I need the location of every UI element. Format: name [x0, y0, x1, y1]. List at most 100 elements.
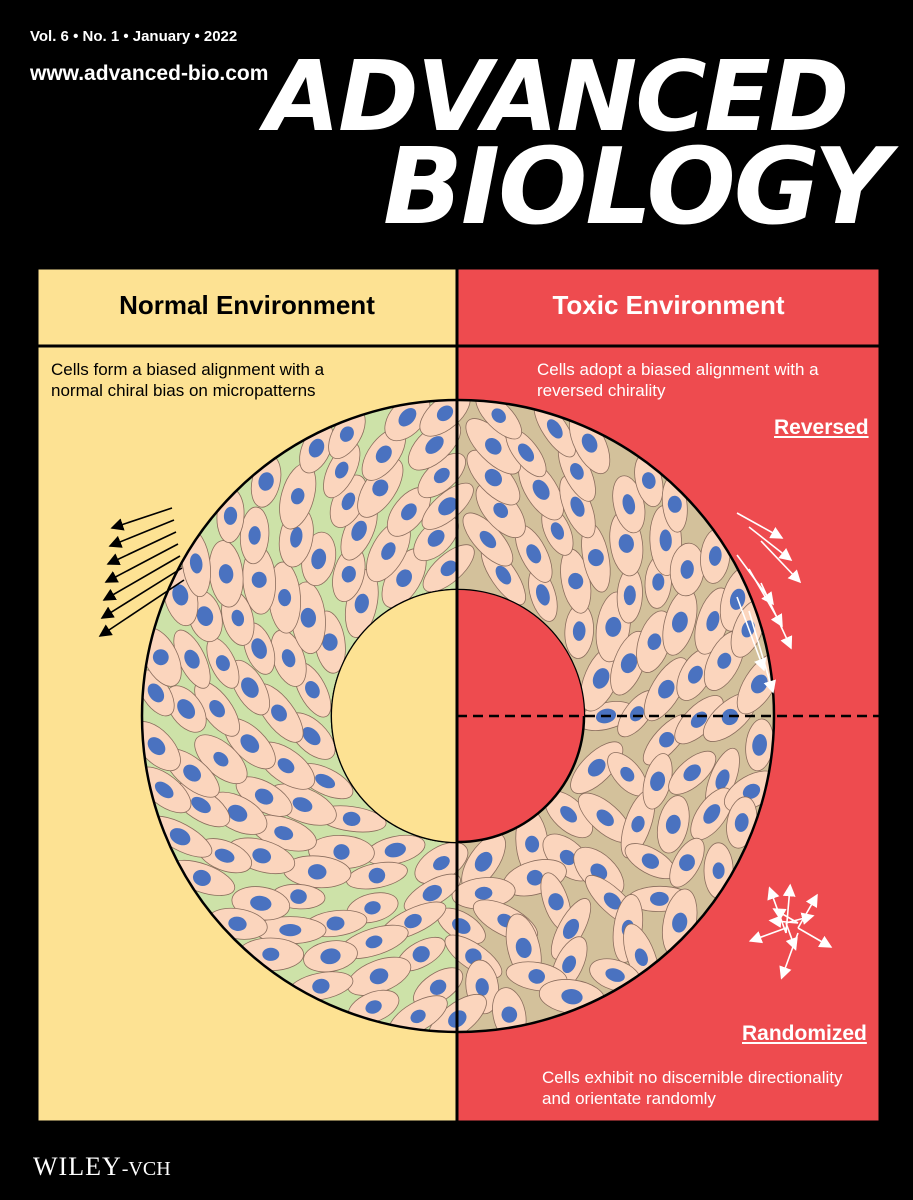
toxic-caption-line-1: Cells adopt a biased alignment with a	[537, 360, 819, 379]
cell-nucleus	[515, 937, 532, 958]
ring-hole-left-fill	[332, 590, 457, 842]
cell-nucleus	[422, 884, 442, 902]
cell-nucleus	[341, 492, 356, 511]
cell-nucleus	[189, 553, 203, 574]
publisher-name: WILEY	[33, 1152, 122, 1181]
cell-nucleus	[587, 758, 606, 777]
cell-nucleus	[659, 731, 675, 748]
cell-nucleus	[292, 797, 313, 813]
cell-nucleus	[715, 769, 730, 790]
cell-nucleus	[152, 649, 169, 666]
cell-nucleus	[147, 737, 166, 756]
cell-nucleus	[634, 948, 648, 966]
cell-nucleus	[369, 968, 389, 985]
toxic-caption: Cells adopt a biased alignment with a re…	[537, 359, 819, 401]
cell-nucleus	[572, 621, 586, 641]
cell-nucleus	[262, 947, 280, 961]
cell-nucleus	[562, 918, 580, 939]
reversed-arrow	[760, 582, 793, 650]
cell-nucleus	[687, 665, 703, 684]
cell-nucleus	[491, 408, 506, 423]
cell-nucleus	[438, 497, 458, 516]
cell-nucleus	[742, 783, 761, 800]
cell-nucleus	[191, 796, 211, 814]
reversed-arrow	[736, 596, 767, 672]
cell-nucleus	[218, 564, 234, 584]
publisher-logo: WILEY-VCH	[33, 1152, 171, 1182]
cell-nucleus	[587, 549, 604, 567]
random-direction-arrows	[748, 883, 833, 980]
cell-nucleus	[231, 609, 245, 627]
cell-nucleus	[192, 869, 211, 886]
issue-line: Vol. 6 • No. 1 • January • 2022	[30, 28, 238, 45]
reversed-arrow	[736, 512, 784, 539]
cell-nucleus	[404, 913, 422, 929]
cell-nucleus	[384, 842, 406, 858]
cell-nucleus	[535, 584, 550, 606]
cell-nucleus	[184, 649, 200, 669]
cell-nucleus	[351, 520, 367, 541]
cell-nucleus	[650, 891, 669, 906]
cell-nucleus	[680, 560, 694, 579]
cover-figure: Normal Environment Toxic Environment Cel…	[35, 266, 882, 1124]
cell-nucleus	[546, 419, 563, 439]
cell-nucleus	[339, 426, 354, 442]
cell-nucleus	[250, 895, 272, 911]
cell-nucleus	[436, 405, 454, 422]
cell-nucleus	[620, 653, 638, 674]
cell-nucleus	[396, 569, 413, 587]
cell-nucleus	[647, 633, 662, 650]
publisher-suffix: -VCH	[121, 1158, 171, 1180]
toxic-environment-heading: Toxic Environment	[552, 290, 785, 320]
random-arrow	[782, 883, 796, 934]
cell-nucleus	[169, 828, 191, 846]
cell-nucleus	[479, 530, 497, 549]
cell-nucleus	[525, 835, 540, 853]
cell-nucleus	[425, 436, 444, 454]
normal-arrow	[110, 507, 173, 531]
cell-nucleus	[603, 892, 622, 910]
cell-nucleus	[652, 573, 665, 591]
cell-nucleus	[365, 935, 383, 949]
random-arrow	[797, 927, 833, 948]
cell-nucleus	[341, 565, 356, 583]
cell-nucleus	[658, 679, 675, 699]
cell-nucleus	[172, 584, 189, 606]
cell-nucleus	[227, 804, 248, 822]
cell-nucleus	[596, 809, 614, 827]
cell-nucleus	[703, 804, 721, 824]
cell-nucleus	[300, 607, 317, 628]
cell-nucleus	[290, 527, 303, 548]
cell-nucleus	[290, 889, 307, 904]
cell-nucleus	[321, 633, 338, 651]
reversed-label: Reversed	[774, 416, 869, 439]
cell-nucleus	[223, 506, 238, 525]
reversed-arrow	[748, 526, 793, 561]
normal-arrow	[106, 531, 177, 566]
cell-nucleus	[311, 548, 327, 570]
cell-nucleus	[312, 978, 330, 994]
randomized-label: Randomized	[742, 1022, 867, 1045]
cell-nucleus	[258, 472, 274, 491]
cell-nucleus	[581, 433, 598, 453]
cell-nucleus	[440, 560, 457, 577]
cell-nucleus	[570, 496, 585, 517]
normal-caption: Cells form a biased alignment with a nor…	[51, 359, 324, 401]
cell-nucleus	[568, 572, 584, 590]
journal-url[interactable]: www.advanced-bio.com	[30, 62, 269, 85]
cell-nucleus	[240, 734, 260, 753]
cell-nucleus	[665, 814, 681, 834]
cell-nucleus	[618, 534, 634, 553]
cell-nucleus	[305, 681, 320, 699]
cell-nucleus	[251, 571, 267, 588]
normal-caption-line-1: Cells form a biased alignment with a	[51, 360, 325, 379]
cell-nucleus	[307, 864, 327, 880]
cell-nucleus	[650, 771, 666, 792]
cell-nucleus	[228, 916, 247, 931]
random-arrow	[772, 908, 799, 924]
cell-nucleus	[308, 438, 325, 458]
normal-chirality-arrows	[98, 507, 185, 637]
cell-nucleus	[252, 848, 272, 864]
cell-nucleus	[641, 853, 660, 869]
